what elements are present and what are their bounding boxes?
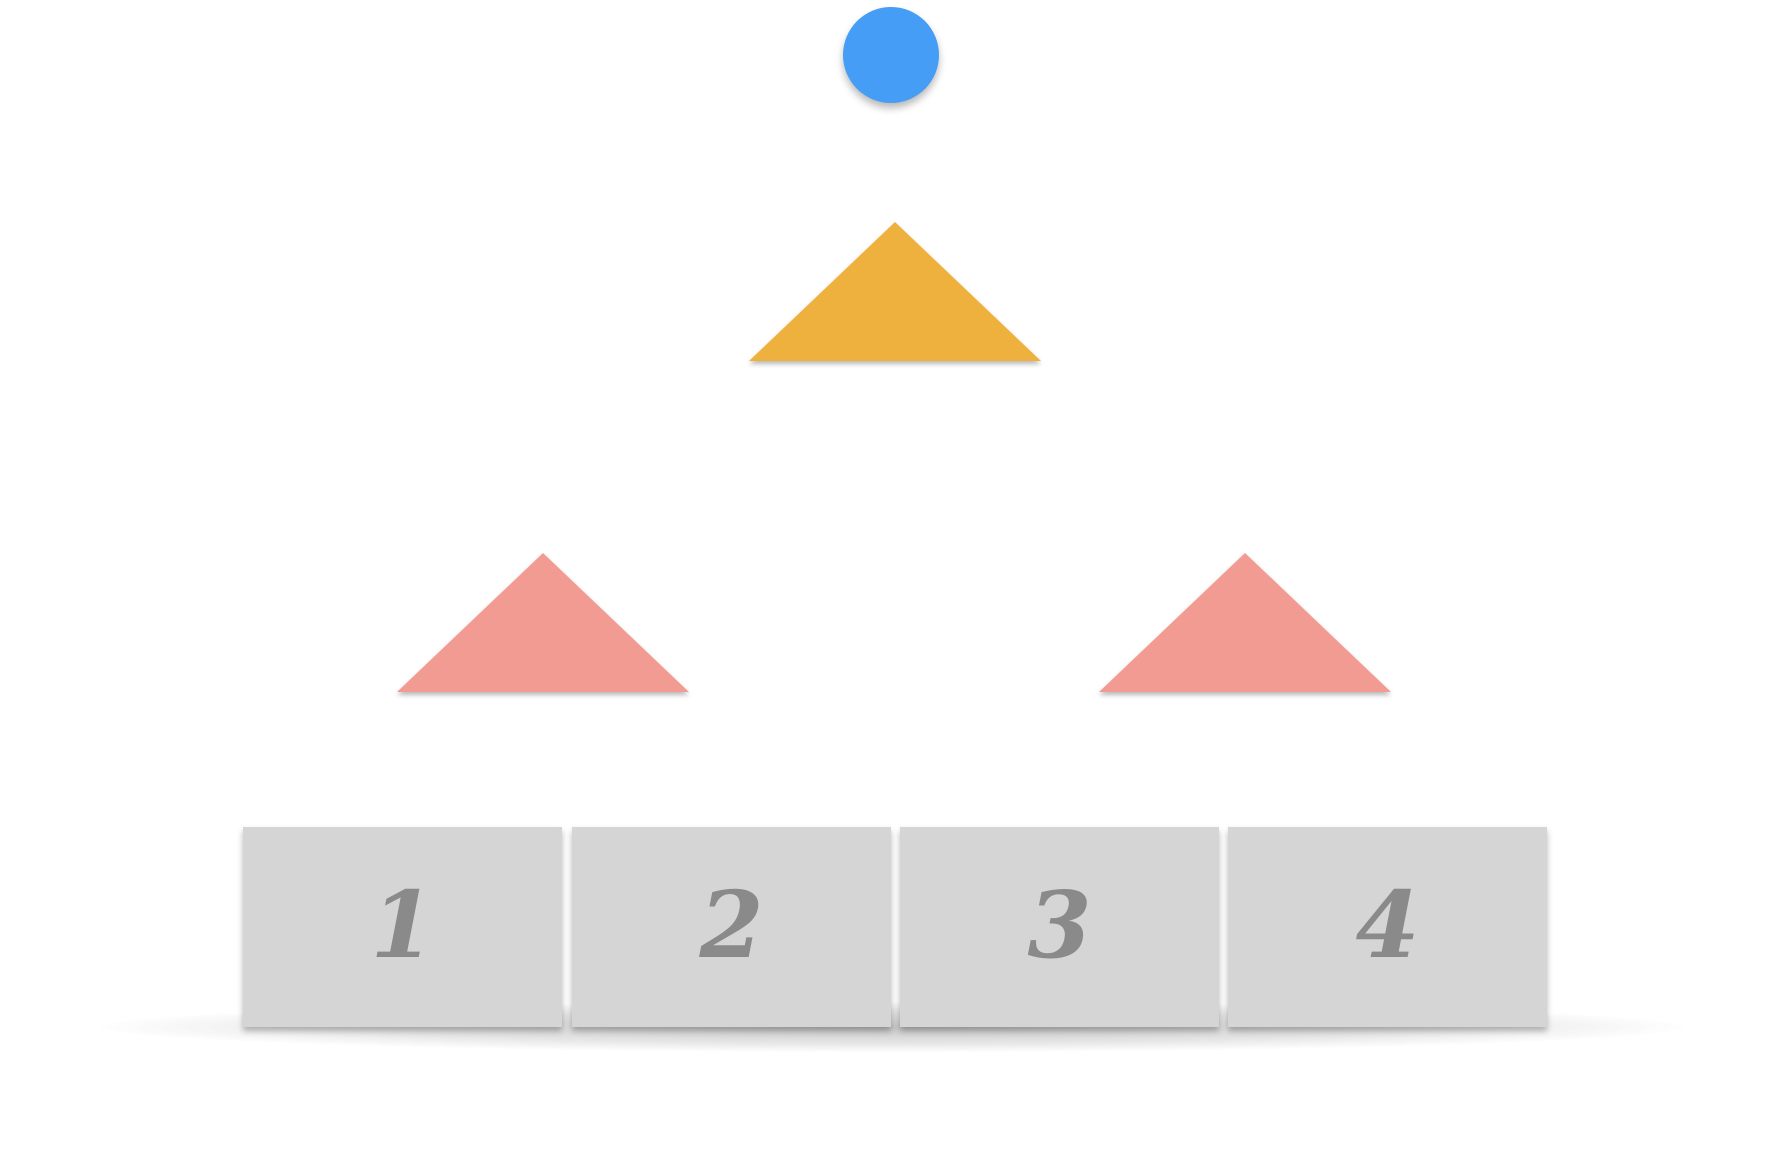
triangle-shape: [397, 553, 689, 692]
bin-label: 1: [370, 871, 435, 979]
bin-1: 1: [243, 827, 562, 1027]
bins-row: 1 2 3 4: [243, 827, 1547, 1027]
level2-right-triangle-node: [1099, 553, 1391, 692]
level1-triangle-node: [749, 222, 1041, 361]
bin-label: 3: [1027, 871, 1092, 979]
triangle-shape: [749, 222, 1041, 361]
bin-3: 3: [900, 827, 1219, 1027]
bin-label: 4: [1355, 871, 1420, 979]
level2-left-triangle-node: [397, 553, 689, 692]
triangle-shape: [1099, 553, 1391, 692]
bin-2: 2: [572, 827, 891, 1027]
bin-4: 4: [1228, 827, 1547, 1027]
root-circle-node: [843, 7, 939, 103]
bin-label: 2: [699, 871, 764, 979]
